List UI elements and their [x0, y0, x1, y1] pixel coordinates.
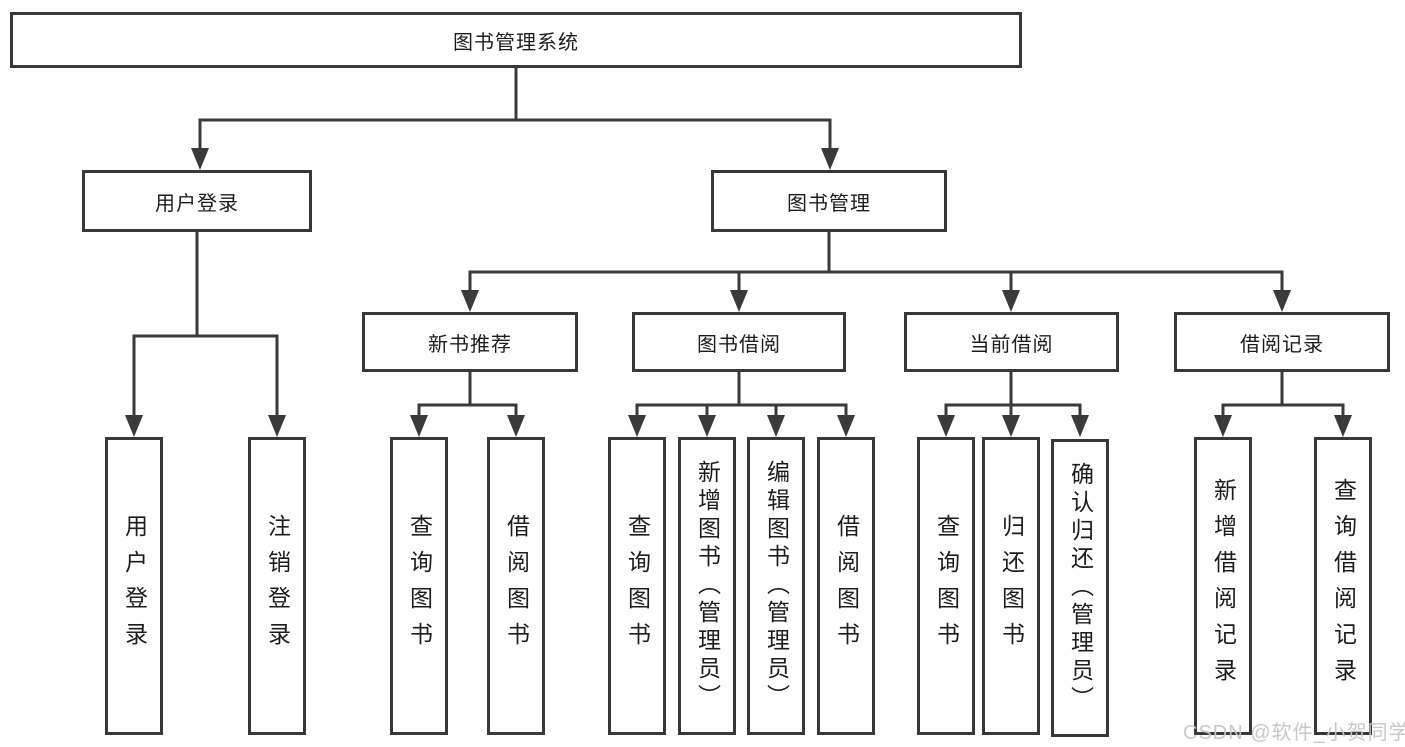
node-label: 查询借阅记录: [1330, 478, 1357, 694]
node-label: 新增图书（管理员）: [694, 460, 721, 712]
node-label: 确认归还（管理员）: [1067, 462, 1094, 714]
node-label: 借阅记录: [1240, 333, 1324, 356]
node-label: 图书管理系统: [453, 31, 579, 54]
node-confirm-return-admin: 确认归还（管理员）: [1051, 439, 1109, 737]
node-label: 新增借阅记录: [1210, 478, 1237, 694]
node-label: 用户登录: [121, 514, 148, 658]
node-new-book-recommendation: 新书推荐: [362, 312, 578, 372]
node-label: 查询图书: [933, 514, 960, 658]
node-user-login-leaf: 用户登录: [105, 437, 163, 735]
node-label: 注销登录: [264, 514, 291, 658]
node-current-borrowing: 当前借阅: [904, 312, 1119, 372]
node-user-login: 用户登录: [82, 170, 312, 232]
node-label: 查询图书: [406, 514, 433, 658]
node-label: 用户登录: [155, 192, 239, 215]
node-book-borrowing: 图书借阅: [632, 312, 846, 372]
node-label: 查询图书: [624, 514, 651, 658]
node-label: 新书推荐: [428, 333, 512, 356]
node-library-management-system: 图书管理系统: [10, 12, 1022, 68]
node-borrow-books-borrowing: 借阅图书: [817, 437, 875, 735]
node-borrow-books-recommend: 借阅图书: [487, 437, 545, 735]
node-label: 当前借阅: [969, 333, 1054, 356]
node-book-management: 图书管理: [711, 170, 947, 232]
node-label: 借阅图书: [503, 514, 530, 658]
node-label: 借阅图书: [833, 514, 860, 658]
node-logout: 注销登录: [248, 437, 306, 735]
node-query-books-current: 查询图书: [917, 437, 975, 735]
node-query-borrow-record: 查询借阅记录: [1314, 437, 1372, 735]
csdn-watermark: CSDN @软件_小贺同学: [1183, 722, 1405, 744]
node-edit-books-admin: 编辑图书（管理员）: [747, 437, 805, 735]
node-query-books-borrowing: 查询图书: [608, 437, 666, 735]
node-add-books-admin: 新增图书（管理员）: [678, 437, 736, 735]
node-return-books: 归还图书: [982, 437, 1040, 735]
node-borrowing-records: 借阅记录: [1174, 312, 1390, 372]
node-label: 图书借阅: [697, 333, 781, 356]
node-label: 归还图书: [998, 514, 1025, 658]
node-label: 图书管理: [787, 192, 871, 215]
node-query-books-recommend: 查询图书: [390, 437, 448, 735]
node-label: 编辑图书（管理员）: [763, 460, 790, 712]
node-add-borrow-record: 新增借阅记录: [1194, 437, 1252, 735]
